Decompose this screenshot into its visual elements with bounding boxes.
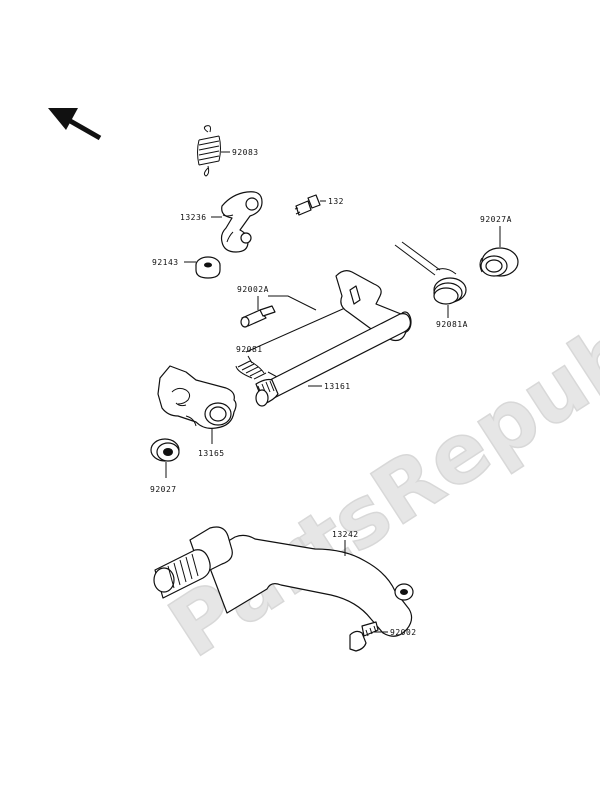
- part-label-92002a: 92002A: [237, 285, 269, 294]
- part-label-92081a: 92081A: [436, 320, 468, 329]
- part-label-13236: 13236: [180, 213, 207, 222]
- bolt-92002-part: [349, 621, 388, 652]
- part-label-13165: 13165: [198, 449, 225, 458]
- bushing-92027a-part: [479, 226, 519, 277]
- plate-13236-part: [211, 191, 263, 253]
- spring-92081a-part: [394, 241, 467, 318]
- part-label-92083: 92083: [232, 148, 259, 157]
- part-label-92081: 92081: [236, 345, 263, 354]
- part-label-13242: 13242: [332, 530, 359, 539]
- shaft-13161-part: [255, 270, 412, 407]
- bolt-132-part: [294, 194, 326, 216]
- spring-top-part: [197, 125, 230, 177]
- direction-arrow-icon: [48, 108, 102, 141]
- part-label-92027a: 92027A: [480, 215, 512, 224]
- part-label-92002: 92002: [390, 628, 417, 637]
- part-label-92027: 92027: [150, 485, 177, 494]
- part-label-132: 132: [328, 197, 344, 206]
- plate-13165-part: [157, 365, 237, 444]
- pedal-13242-part: [153, 526, 414, 637]
- part-label-13161: 13161: [324, 382, 351, 391]
- part-label-92143: 92143: [152, 258, 179, 267]
- pin-92002a-part: [240, 295, 346, 353]
- collar-92143-part: [184, 256, 221, 279]
- washer-92027-part: [150, 438, 180, 478]
